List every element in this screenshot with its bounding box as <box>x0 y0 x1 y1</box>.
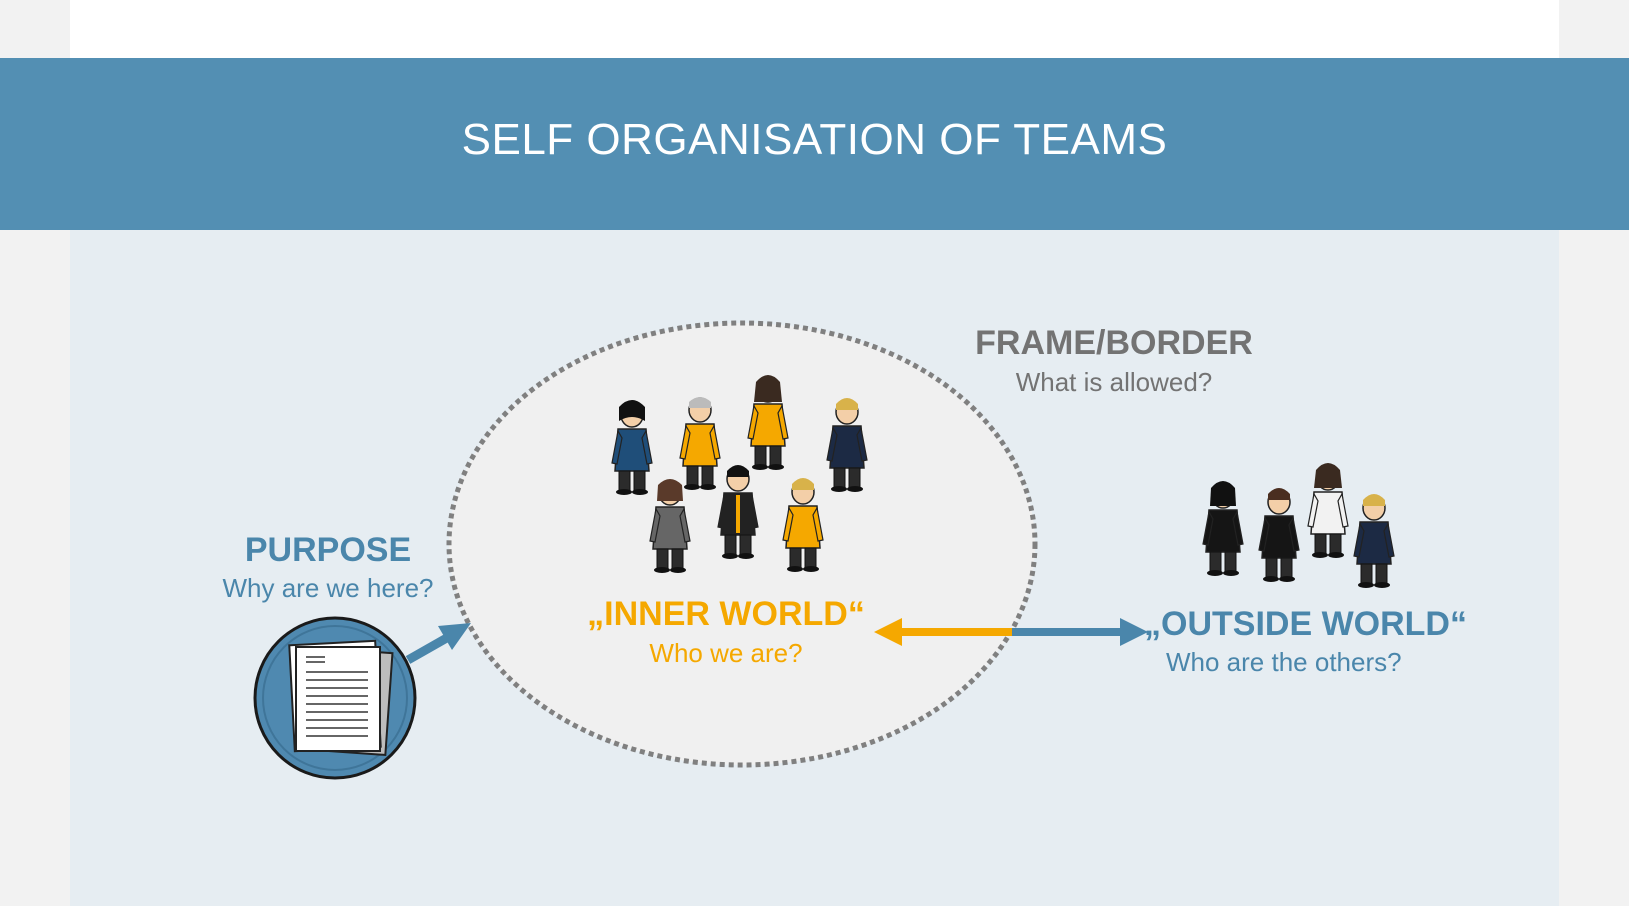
outside-world-subtitle: Who are the others? <box>1166 647 1402 677</box>
document-stack-icon <box>253 616 417 780</box>
interaction-arrow <box>874 618 1148 646</box>
frame-subtitle: What is allowed? <box>1015 367 1213 397</box>
purpose-arrow <box>405 623 471 664</box>
frame-title: FRAME/BORDER <box>975 324 1253 362</box>
outside-people-icon <box>1202 463 1395 589</box>
outside-world-title: „OUTSIDE WORLD“ <box>1144 605 1467 643</box>
purpose-title: PURPOSE <box>244 531 412 569</box>
team-people-icon <box>611 375 868 574</box>
inner-world-subtitle: Who we are? <box>649 638 803 668</box>
slide-title: SELF ORGANISATION OF TEAMS <box>461 115 1168 164</box>
purpose-subtitle: Why are we here? <box>222 573 434 603</box>
title-banner <box>0 58 1629 230</box>
top-strip <box>70 0 1559 58</box>
inner-world-title: „INNER WORLD“ <box>587 595 865 633</box>
